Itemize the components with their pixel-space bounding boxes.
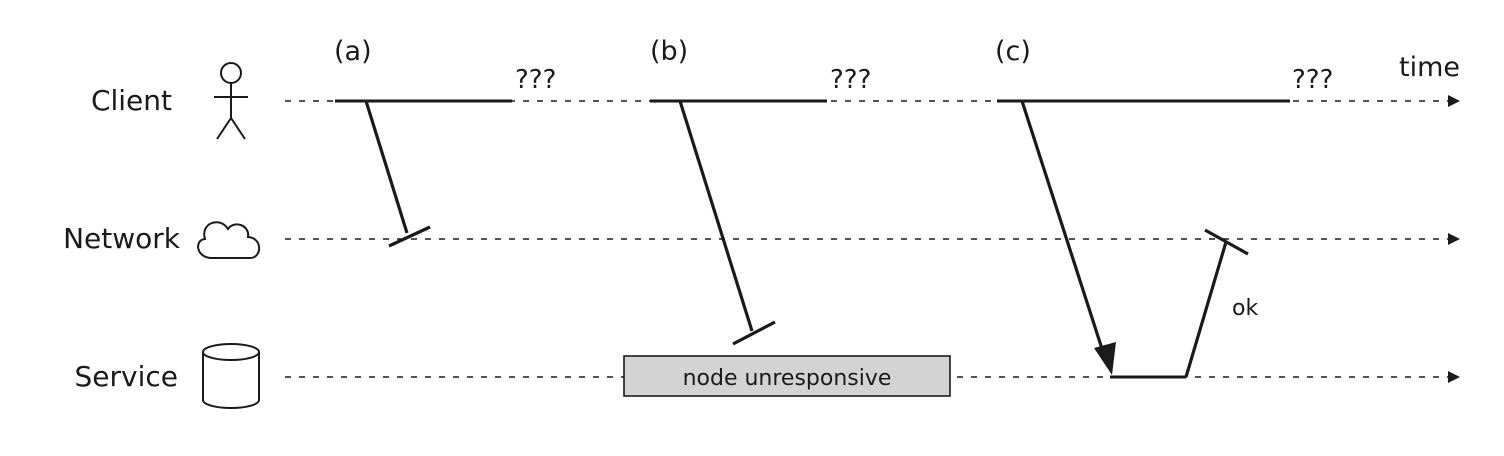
scenario-c-unknown: ???: [1292, 65, 1333, 95]
scenario-c-response-line: [1184, 241, 1228, 378]
time-axis-label: time: [1399, 52, 1460, 83]
row-label-client: Client: [91, 84, 172, 117]
response-ok-label: ok: [1232, 296, 1258, 321]
cloud-icon: [197, 221, 261, 259]
scenario-c-response-lost-mark: [1204, 228, 1249, 256]
node-unresponsive-label: node unresponsive: [683, 366, 892, 391]
row-label-service: Service: [75, 360, 178, 393]
scenario-a-lost-mark: [388, 225, 431, 248]
scenario-b-unknown: ???: [830, 65, 871, 95]
scenario-a-label: (a): [334, 36, 372, 67]
scenario-c: (c) ??? ok: [995, 36, 1333, 379]
scenario-a: (a) ???: [334, 36, 556, 248]
scenario-c-request-line: [1020, 100, 1106, 356]
scenario-c-label: (c): [995, 36, 1031, 67]
scenario-b-label: (b): [650, 36, 688, 67]
scenario-c-request-arrowhead: [1094, 342, 1116, 375]
scenario-a-unknown: ???: [515, 65, 556, 95]
node-unresponsive-box: [623, 355, 951, 397]
stick-figure-icon: [214, 62, 248, 140]
scenario-b: (b) ??? node unresponsive: [623, 36, 951, 397]
database-cylinder-icon: [202, 343, 260, 409]
scenario-b-request-line: [678, 100, 754, 332]
row-label-network: Network: [63, 222, 181, 255]
scenario-b-lost-mark: [732, 320, 776, 346]
scenario-a-request-line: [364, 100, 409, 234]
